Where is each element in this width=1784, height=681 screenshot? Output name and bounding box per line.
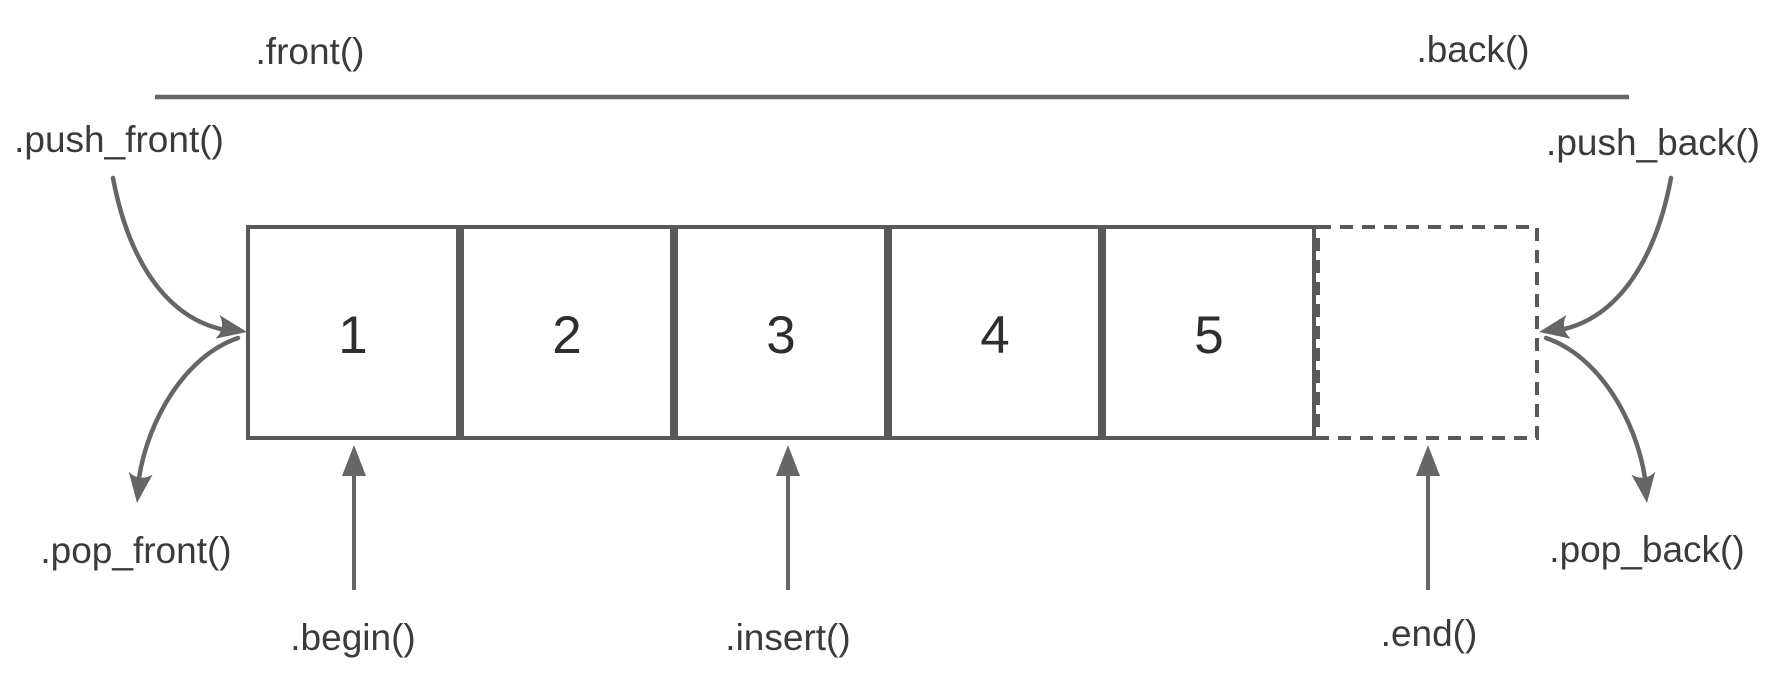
- insert-arrow: [776, 445, 800, 590]
- deque-empty-cell: [1316, 225, 1539, 440]
- push-front-arrow: [110, 175, 247, 339]
- deque-cell: [460, 225, 674, 440]
- pop-front-label: .pop_front(): [40, 530, 231, 571]
- cell-value: 3: [766, 306, 795, 365]
- front-label: .front(): [256, 31, 365, 72]
- pop-front-arrow: [128, 335, 241, 503]
- begin-arrow: [342, 445, 366, 590]
- push-back-label: .push_back(): [1546, 122, 1760, 163]
- back-label: .back(): [1416, 29, 1529, 70]
- push-back-arrowhead-icon: [1539, 314, 1571, 339]
- insert-arrowhead-icon: [776, 445, 800, 476]
- end-label: .end(): [1381, 613, 1478, 654]
- cell-value: 5: [1194, 306, 1223, 365]
- deque-cell: [888, 225, 1102, 440]
- insert-label: .insert(): [725, 617, 850, 658]
- cell-value: 1: [338, 306, 367, 365]
- push-front-label: .push_front(): [14, 119, 224, 160]
- pop-back-arrow: [1543, 335, 1656, 503]
- begin-arrowhead-icon: [342, 445, 366, 476]
- deque-cell: [246, 225, 460, 440]
- deque-cell: [674, 225, 888, 440]
- pop-front-arrowhead-icon: [128, 471, 153, 503]
- pop-back-label: .pop_back(): [1549, 529, 1744, 570]
- end-arrowhead-icon: [1416, 445, 1440, 476]
- deque-cell: [1102, 225, 1316, 440]
- cell-value: 4: [980, 306, 1009, 365]
- deque-cells: 1 2 3 4 5: [246, 225, 1539, 440]
- end-arrow: [1416, 445, 1440, 590]
- pop-back-arrowhead-icon: [1631, 471, 1656, 503]
- begin-label: .begin(): [290, 617, 415, 658]
- cell-value: 2: [552, 306, 581, 365]
- push-front-arrowhead-icon: [215, 314, 247, 339]
- push-back-arrow: [1539, 175, 1674, 339]
